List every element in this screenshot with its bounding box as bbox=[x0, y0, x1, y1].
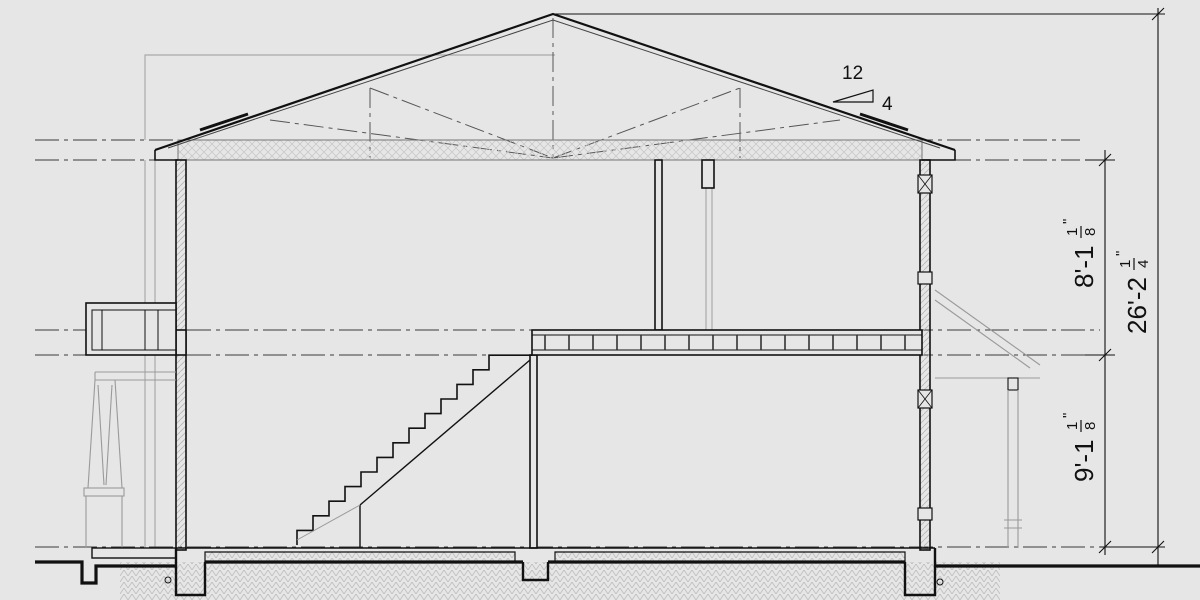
pitch-rise-label: 4 bbox=[882, 94, 893, 115]
dim-lower-inch: " bbox=[1060, 413, 1077, 418]
pitch-run-label: 12 bbox=[842, 63, 863, 84]
porch-column bbox=[83, 371, 176, 548]
background-context bbox=[144, 54, 713, 548]
dim-upper-feet: 8'-1 bbox=[1069, 245, 1099, 288]
eave-right bbox=[922, 150, 956, 161]
eave-left bbox=[154, 150, 178, 161]
dim-overall: 26'-2 1 4 " bbox=[1113, 251, 1152, 334]
dim-overall-den: 4 bbox=[1135, 260, 1152, 268]
dim-overall-feet: 26'-2 bbox=[1122, 277, 1152, 334]
dim-overall-inch: " bbox=[1113, 251, 1130, 256]
second-floor-system bbox=[175, 329, 923, 356]
dim-upper-floor: 8'-1 1 8 " bbox=[1060, 219, 1099, 288]
roof-structure bbox=[154, 12, 956, 161]
ceiling-insulation bbox=[177, 139, 923, 161]
stair bbox=[296, 354, 532, 548]
foundation bbox=[35, 547, 1200, 600]
dim-upper-num: 1 bbox=[1064, 228, 1081, 236]
truss-webs bbox=[269, 18, 841, 159]
grade-line-left bbox=[35, 560, 176, 585]
ceiling-beam bbox=[701, 159, 715, 189]
dim-lower-feet: 9'-1 bbox=[1069, 439, 1099, 482]
dim-lower-floor: 9'-1 1 8 " bbox=[1060, 413, 1099, 482]
dim-upper-den: 8 bbox=[1082, 228, 1099, 236]
stair-treads bbox=[296, 354, 532, 545]
left-porch-element bbox=[83, 302, 177, 559]
dim-upper-inch: " bbox=[1060, 219, 1077, 224]
roof-slope-line bbox=[154, 12, 956, 152]
stair-stringer bbox=[359, 359, 531, 506]
dimension-lines bbox=[553, 7, 1165, 565]
roof-pitch-symbol: 12 4 bbox=[832, 63, 893, 115]
dim-lower-den: 8 bbox=[1082, 422, 1099, 430]
floor-joists bbox=[544, 335, 906, 350]
dim-lower-num: 1 bbox=[1064, 422, 1081, 430]
upper-partition-wall bbox=[654, 159, 663, 331]
dim-overall-num: 1 bbox=[1117, 260, 1134, 268]
lower-partition-wall bbox=[529, 354, 538, 549]
right-porch-element bbox=[934, 289, 1041, 548]
